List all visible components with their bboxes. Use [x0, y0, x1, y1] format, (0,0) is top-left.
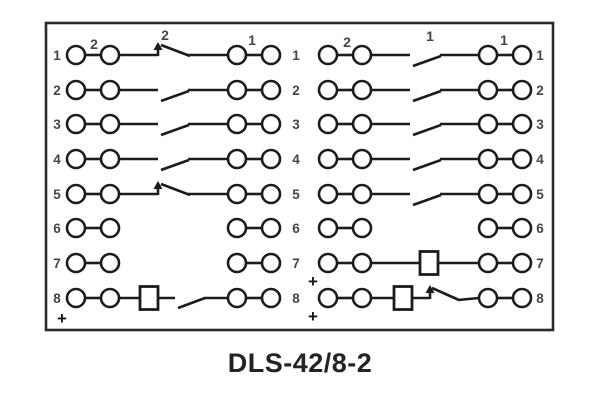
row-label: 1	[292, 48, 300, 63]
contact-blade	[160, 158, 190, 172]
row-label: 5	[536, 187, 544, 202]
right-block-pair-right-label: 1	[500, 32, 508, 48]
polarity-plus-mark: +	[308, 272, 318, 291]
left-row-4	[65, 148, 282, 172]
left-block-switch-label: 2	[161, 27, 169, 43]
row-label: 8	[53, 291, 61, 306]
left-row-5	[65, 181, 282, 205]
row-label: 7	[53, 256, 61, 271]
coil-symbol	[392, 285, 414, 311]
right-row-7	[317, 250, 533, 276]
row-label: 5	[53, 187, 61, 202]
right-row-1	[317, 44, 533, 68]
row-label: 2	[53, 83, 61, 98]
polarity-plus-mark: +	[308, 307, 318, 326]
row-label: 4	[292, 152, 300, 167]
contact-blade	[412, 89, 442, 103]
model-title: DLS-42/8-2	[228, 348, 373, 378]
contact-blade	[160, 89, 190, 103]
row-label: 7	[536, 256, 544, 271]
row-label: 3	[53, 117, 61, 132]
contact-blade	[412, 123, 442, 137]
left-row-1	[65, 42, 282, 66]
contact-blade	[160, 123, 190, 137]
row-label: 2	[292, 83, 300, 98]
contact-blade	[412, 54, 442, 68]
row-labels-middle: 1 2 3 4 5 6 7 8	[292, 48, 300, 306]
left-block-pair-right-label: 1	[248, 32, 256, 48]
row-label: 7	[292, 256, 300, 271]
row-labels-right: 1 2 3 4 5 6 7 8	[536, 48, 544, 306]
row-label: 6	[536, 221, 544, 236]
contact-switch-arrow	[425, 285, 460, 302]
row-label: 6	[292, 221, 300, 236]
left-row-3	[65, 113, 282, 137]
row-label: 8	[292, 291, 300, 306]
contact-switch-arrow	[153, 181, 191, 197]
right-row-3	[317, 113, 533, 137]
row-label: 1	[53, 48, 61, 63]
row-label: 6	[53, 221, 61, 236]
right-row-8	[317, 285, 533, 311]
wire	[457, 296, 480, 302]
coil-symbol	[418, 250, 440, 276]
panel-border	[44, 21, 555, 332]
left-block: +	[57, 42, 282, 328]
left-row-2	[65, 79, 282, 103]
contact-blade	[412, 193, 442, 207]
contact-blade	[412, 158, 442, 172]
contact-switch-arrow	[153, 42, 191, 58]
row-label: 2	[536, 83, 544, 98]
coil-symbol	[138, 285, 160, 311]
row-label: 4	[53, 152, 61, 167]
row-label: 5	[292, 187, 300, 202]
left-row-8	[65, 285, 282, 311]
right-block-pair-left-label: 2	[343, 34, 351, 50]
row-label: 8	[536, 291, 544, 306]
right-block-switch-label: 1	[426, 28, 434, 44]
right-block: + +	[308, 44, 533, 326]
left-block-pair-left-label: 2	[90, 36, 98, 52]
row-label: 3	[536, 117, 544, 132]
row-label: 4	[536, 152, 544, 167]
row-labels-left: 1 2 3 4 5 6 7 8	[53, 48, 61, 306]
polarity-plus-mark: +	[57, 309, 67, 328]
right-row-5	[317, 183, 533, 207]
row-label: 3	[292, 117, 300, 132]
row-label: 1	[536, 48, 544, 63]
right-row-2	[317, 79, 533, 103]
right-row-4	[317, 148, 533, 172]
contact-blade	[177, 296, 206, 310]
